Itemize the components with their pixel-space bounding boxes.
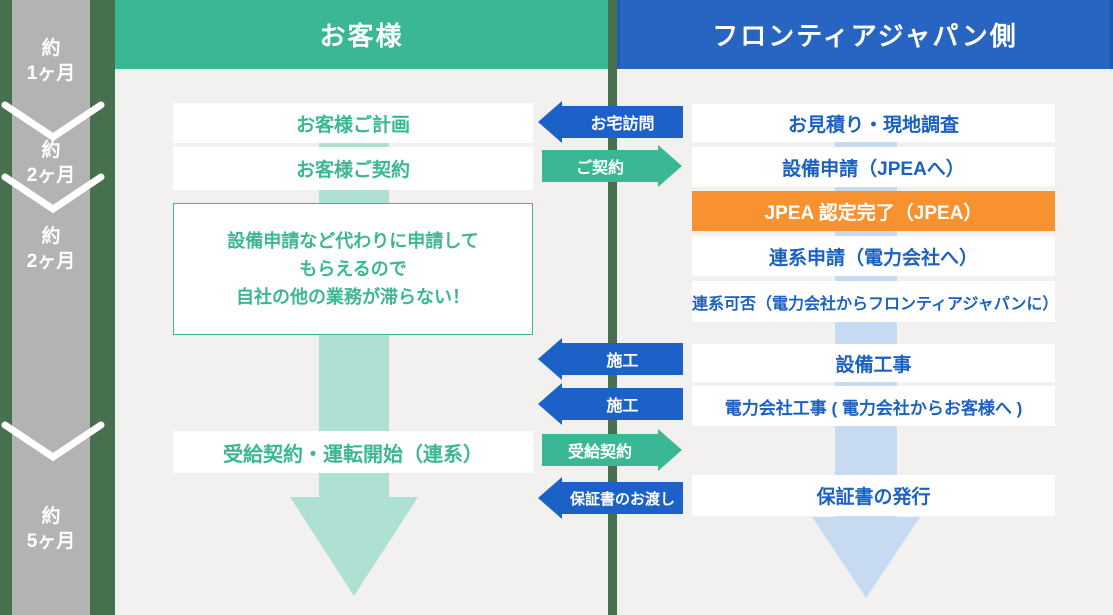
flow-arrow-label: 受給契約: [542, 434, 658, 466]
flow-arrow-construction-1: 施工: [538, 338, 683, 380]
arrow-left-icon: [538, 338, 562, 380]
customer-column-header: お客様: [115, 0, 608, 69]
timeline-bar: [12, 0, 90, 615]
customer-step-operation-start: 受給契約・運転開始（連系）: [173, 431, 533, 473]
flow-arrow-label: 施工: [562, 343, 683, 375]
arrow-left-icon: [538, 101, 562, 143]
company-step-equipment-construction: 設備工事: [692, 344, 1055, 382]
company-step-grid-application: 連系申請（電力会社へ）: [692, 236, 1055, 276]
note-line: 設備申請など代わりに申請して: [227, 231, 479, 251]
timeline-label-line: 約: [41, 140, 61, 161]
company-step-estimate-survey: お見積り・現地調査: [692, 104, 1055, 142]
arrow-right-icon: [658, 429, 682, 471]
timeline-label-line: 約: [41, 506, 61, 527]
note-line: もらえるので: [299, 259, 407, 279]
flow-arrow-supply-contract: 受給契約: [542, 429, 682, 471]
timeline-label-3: 約 2ヶ月: [12, 224, 90, 274]
customer-step-plan: お客様ご計画: [173, 103, 533, 143]
timeline-label-line: 2ヶ月: [26, 251, 76, 272]
chevron-down-icon: [1, 173, 105, 214]
timeline-label-line: 約: [41, 226, 61, 247]
arrow-left-icon: [538, 477, 562, 519]
timeline-label-1: 約 1ヶ月: [12, 36, 90, 86]
timeline-label-line: 約: [41, 38, 61, 59]
note-line: 自社の他の業務が滞らない！: [236, 287, 470, 307]
timeline-label-2: 約 2ヶ月: [12, 138, 90, 188]
company-step-jpea-approval: JPEA 認定完了（JPEA）: [692, 191, 1055, 231]
flow-arrow-home-visit: お宅訪問: [538, 101, 683, 143]
timeline-label-line: 2ヶ月: [26, 165, 76, 186]
flow-arrow-label: ご契約: [542, 150, 658, 182]
company-column-header: フロンティアジャパン側: [617, 0, 1113, 69]
flow-arrow-label: 施工: [562, 388, 683, 420]
arrow-left-icon: [538, 383, 562, 425]
flow-arrow-construction-2: 施工: [538, 383, 683, 425]
flow-arrow-warranty-delivery: 保証書のお渡し: [538, 477, 683, 519]
flow-arrow-contract: ご契約: [542, 145, 682, 187]
customer-benefit-note: 設備申請など代わりに申請して もらえるので 自社の他の業務が滞らない！: [173, 203, 533, 335]
timeline-label-line: 5ヶ月: [26, 531, 76, 552]
customer-step-contract: お客様ご契約: [173, 147, 533, 190]
company-step-utility-work: 電力会社工事 ( 電力会社からお客様へ ): [692, 386, 1055, 426]
timeline-label-4: 約 5ヶ月: [12, 504, 90, 554]
timeline-label-line: 1ヶ月: [26, 63, 76, 84]
company-down-arrow-head-icon: [812, 517, 920, 598]
chevron-down-icon: [1, 101, 105, 142]
customer-down-arrow-head-icon: [290, 497, 418, 596]
company-step-warranty-issue: 保証書の発行: [692, 475, 1055, 516]
company-step-equipment-application: 設備申請（JPEAへ）: [692, 147, 1055, 187]
flow-arrow-label: 保証書のお渡し: [562, 482, 683, 514]
arrow-right-icon: [658, 145, 682, 187]
flow-arrow-label: お宅訪問: [562, 106, 683, 138]
chevron-down-icon: [1, 421, 105, 462]
company-step-grid-approval: 連系可否（電力会社からフロンティアジャパンに）: [692, 281, 1058, 322]
